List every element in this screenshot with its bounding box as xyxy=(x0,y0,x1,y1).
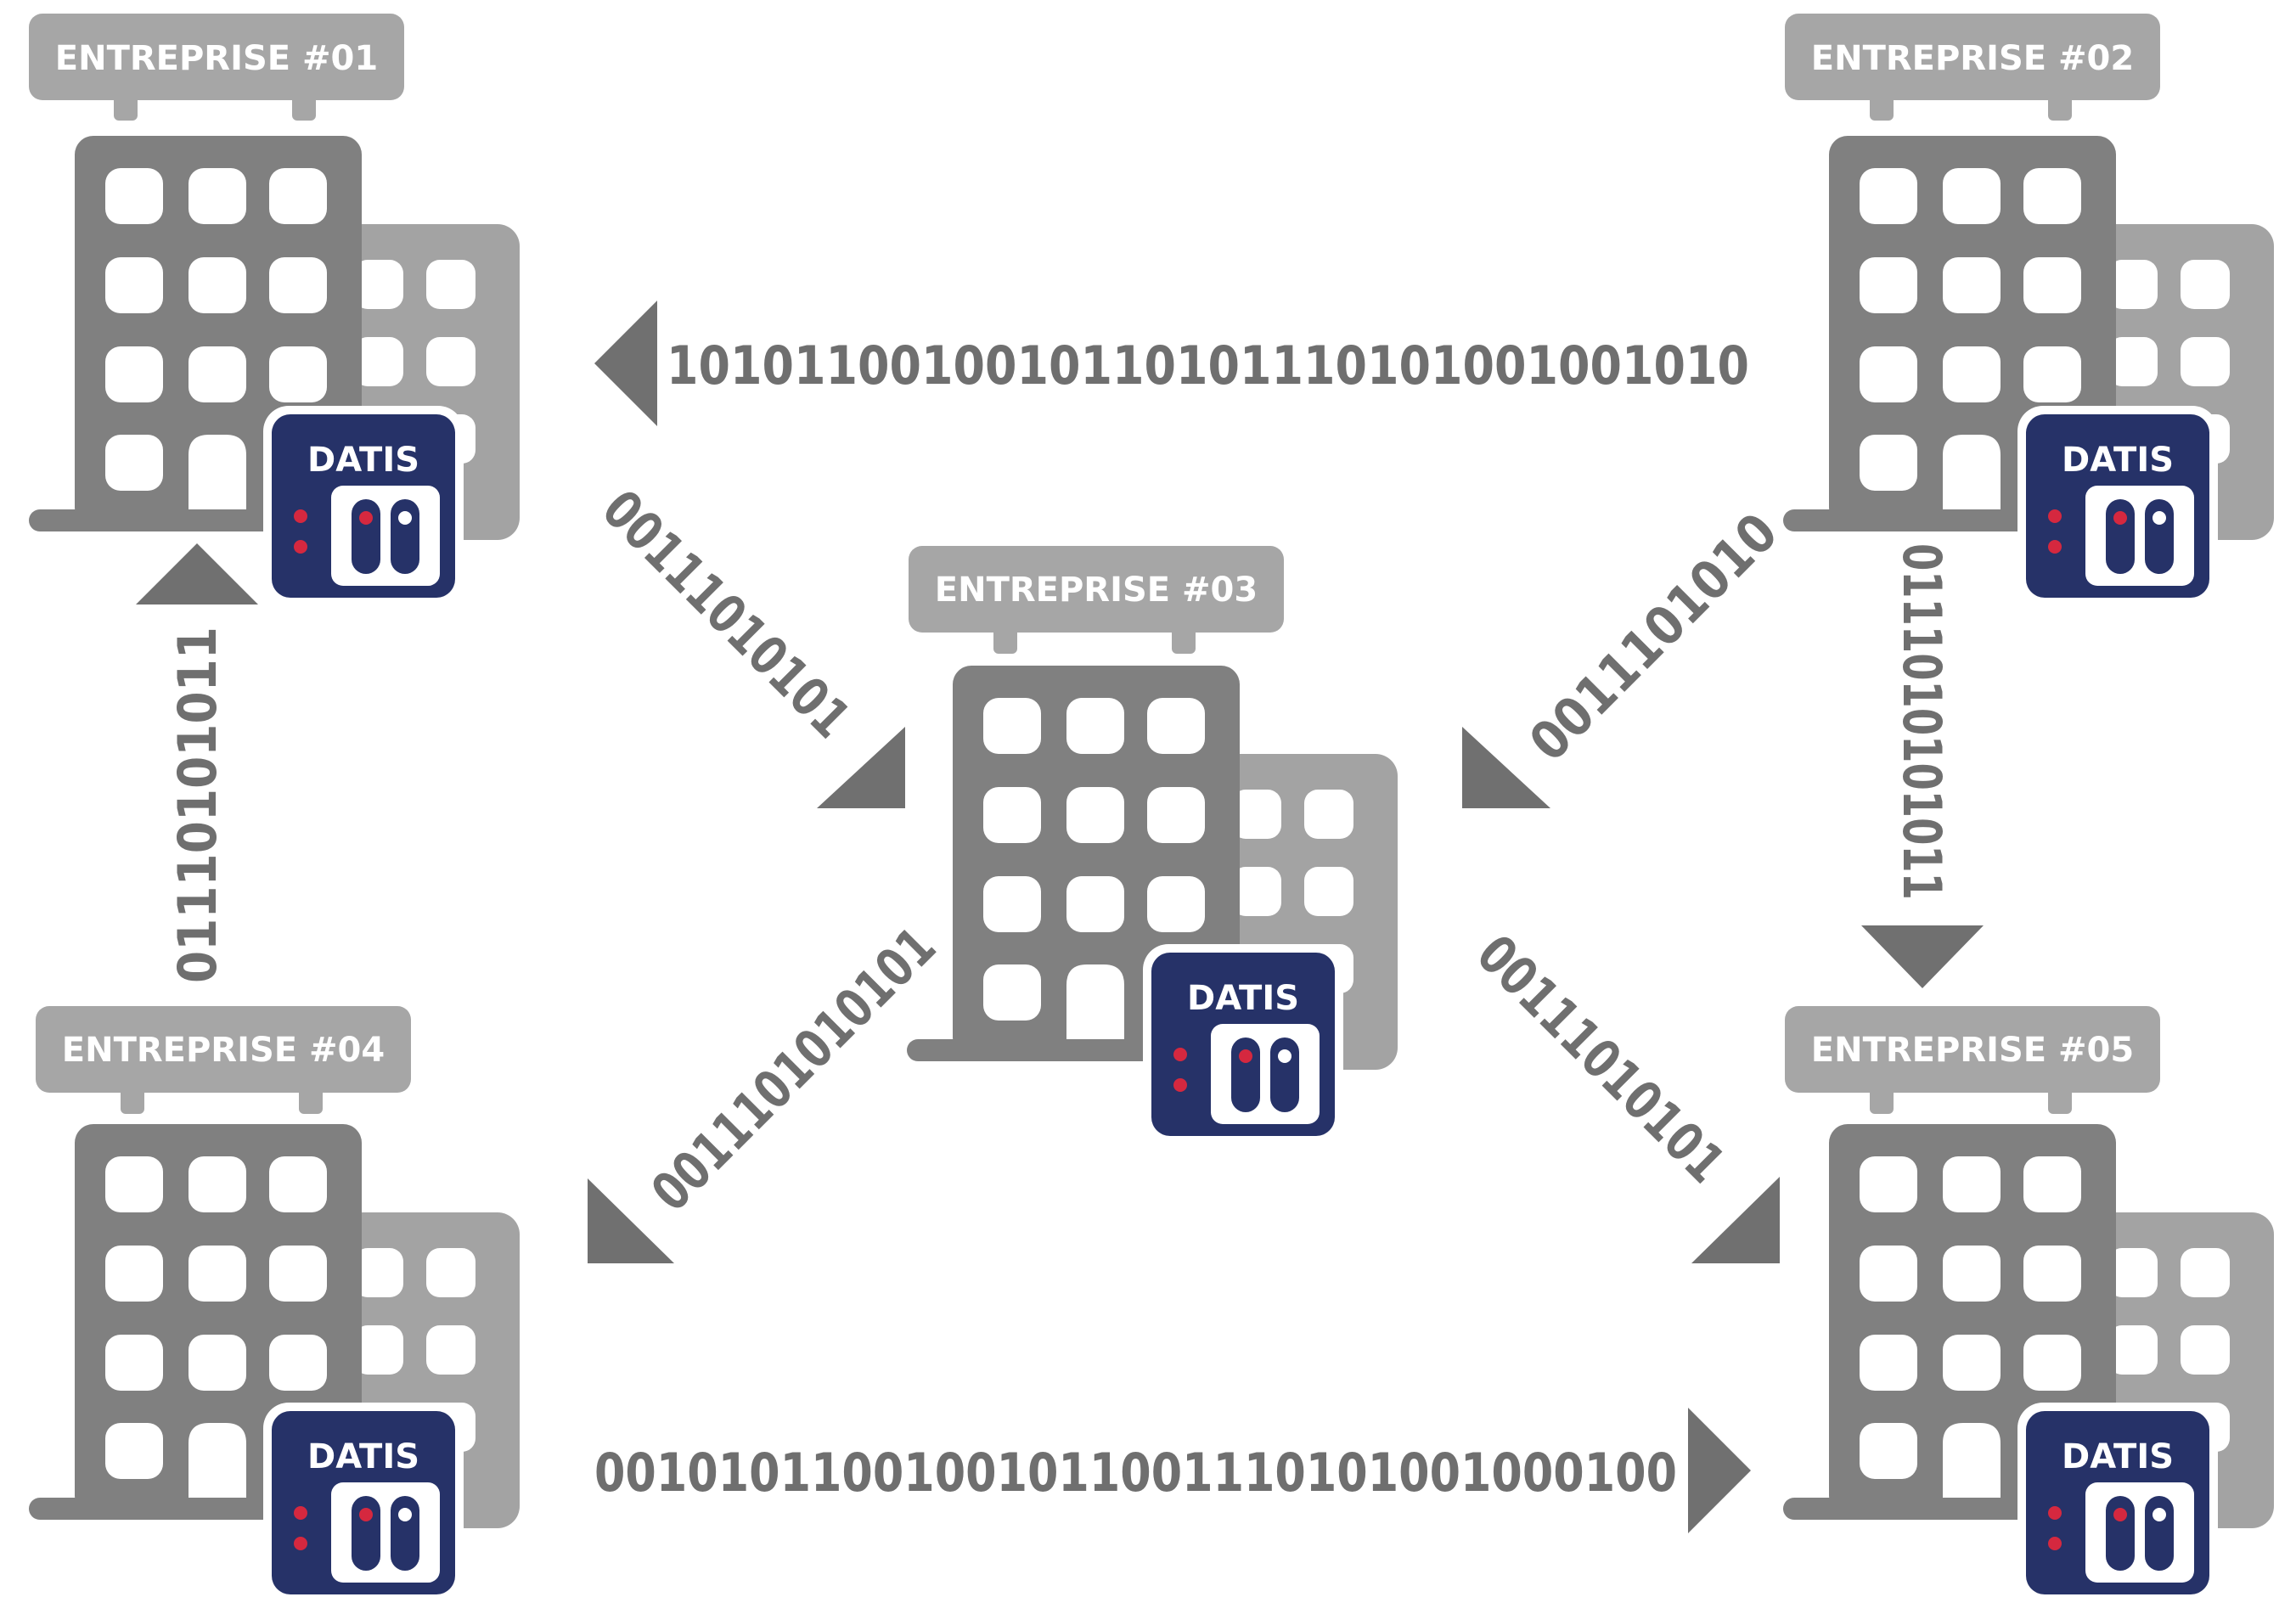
flow-e4-to-e5: 00101011001001011001110101001000100 xyxy=(594,1408,1751,1533)
datis-server-icon: DATIS xyxy=(1143,944,1343,1144)
company-sign: ENTREPRISE #02 xyxy=(1785,14,2160,121)
triangle-arrow-icon xyxy=(136,543,258,604)
company-label: ENTREPRISE #05 xyxy=(1811,1031,2134,1070)
company-node-e2: ENTREPRISE #02 DATIS xyxy=(1783,14,2274,606)
company-label: ENTREPRISE #04 xyxy=(62,1031,385,1070)
company-node-e3: ENTREPRISE #03 DATIS xyxy=(907,546,1398,1144)
flow-e3-to-e5: 00111010101 xyxy=(1465,923,1780,1263)
flow-e2-to-e5: 0111010101011 xyxy=(1861,543,1984,988)
triangle-arrow-icon xyxy=(1691,1177,1780,1263)
datis-logo: DATIS xyxy=(307,1437,419,1476)
company-sign: ENTREPRISE #01 xyxy=(29,14,404,121)
datis-logo: DATIS xyxy=(307,441,419,480)
datis-logo: DATIS xyxy=(2062,1437,2174,1476)
flow-e3-to-e4: 0011101010101 xyxy=(588,915,948,1263)
datis-server-icon: DATIS xyxy=(2017,1403,2218,1597)
triangle-arrow-icon xyxy=(588,1178,674,1263)
datis-logo: DATIS xyxy=(1187,979,1299,1018)
company-node-e1: ENTREPRISE #01 DATIS xyxy=(29,14,520,606)
triangle-arrow-icon xyxy=(1462,727,1550,808)
triangle-arrow-icon xyxy=(817,727,905,808)
company-sign: ENTREPRISE #05 xyxy=(1785,1006,2160,1114)
company-sign: ENTREPRISE #04 xyxy=(36,1006,411,1114)
binary-stream-label: 1010110010010110101110101001001010 xyxy=(667,335,1749,396)
company-label: ENTREPRISE #02 xyxy=(1811,39,2134,78)
binary-stream-label: 01110101011 xyxy=(166,627,228,983)
flow-e2-to-e1: 1010110010010110101110101001001010 xyxy=(594,301,1749,426)
company-node-e4: ENTREPRISE #04 DATIS xyxy=(29,1006,520,1597)
datis-logo: DATIS xyxy=(2062,441,2174,480)
company-label: ENTREPRISE #01 xyxy=(55,39,378,78)
triangle-arrow-icon xyxy=(1688,1408,1751,1533)
triangle-arrow-icon xyxy=(594,301,657,426)
flow-e1-to-e3: 00111010101 xyxy=(590,478,905,808)
triangle-arrow-icon xyxy=(1861,925,1984,988)
binary-stream-label: 00111010101 xyxy=(1465,923,1736,1195)
datis-server-icon: DATIS xyxy=(263,1403,464,1597)
flow-e4-to-e1: 01110101011 xyxy=(136,543,258,983)
binary-stream-label: 0111010101011 xyxy=(1891,543,1953,900)
company-node-e5: ENTREPRISE #05 DATIS xyxy=(1783,1006,2274,1597)
datis-server-icon: DATIS xyxy=(2017,406,2218,606)
binary-stream-label: 0011101010 xyxy=(1517,501,1789,773)
binary-stream-label: 00101011001001011001110101001000100 xyxy=(594,1442,1677,1504)
flow-e2-to-e3: 0011101010 xyxy=(1462,501,1789,808)
binary-stream-label: 00111010101 xyxy=(590,478,862,750)
binary-stream-label: 0011101010101 xyxy=(639,915,948,1223)
company-label: ENTREPRISE #03 xyxy=(935,571,1258,610)
datis-server-icon: DATIS xyxy=(263,406,464,606)
company-sign: ENTREPRISE #03 xyxy=(909,546,1284,654)
